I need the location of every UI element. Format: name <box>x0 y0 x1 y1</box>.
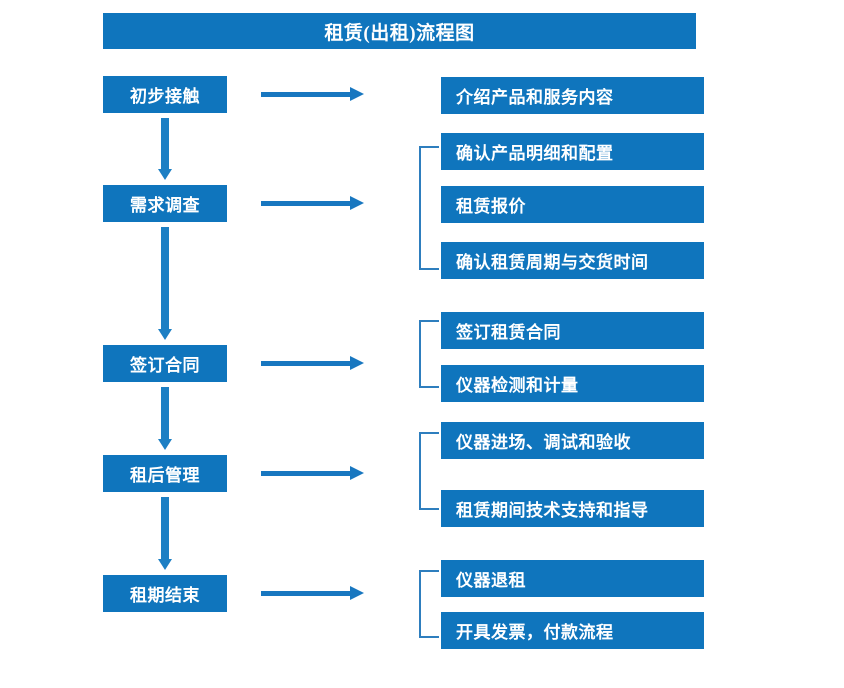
detail-box-invoice-payment[interactable]: 开具发票，付款流程 <box>441 612 704 649</box>
horizontal-arrow-icon-4 <box>261 466 366 480</box>
stage-box-lease-end[interactable]: 租期结束 <box>103 575 227 612</box>
group-bracket-needs-survey <box>419 146 439 270</box>
detail-box-rental-quotation[interactable]: 租赁报价 <box>441 186 704 223</box>
stage-box-initial-contact[interactable]: 初步接触 <box>103 76 227 113</box>
detail-box-introduce-products[interactable]: 介绍产品和服务内容 <box>441 77 704 114</box>
stage-box-needs-survey[interactable]: 需求调查 <box>103 185 227 222</box>
diagram-title: 租赁(出租)流程图 <box>103 13 696 49</box>
horizontal-arrow-icon-5 <box>261 586 366 600</box>
detail-box-instrument-testing[interactable]: 仪器检测和计量 <box>441 365 704 402</box>
vertical-arrow-icon-2 <box>158 227 172 340</box>
vertical-arrow-icon-4 <box>158 497 172 570</box>
stage-box-post-rental-management[interactable]: 租后管理 <box>103 455 227 492</box>
group-bracket-post-rental-management <box>419 432 439 510</box>
group-bracket-sign-contract <box>419 320 439 388</box>
detail-box-confirm-product-spec[interactable]: 确认产品明细和配置 <box>441 133 704 170</box>
detail-box-instrument-return[interactable]: 仪器退租 <box>441 560 704 597</box>
vertical-arrow-icon-3 <box>158 387 172 450</box>
horizontal-arrow-icon-1 <box>261 87 366 101</box>
horizontal-arrow-icon-2 <box>261 196 366 210</box>
detail-box-sign-rental-contract[interactable]: 签订租赁合同 <box>441 312 704 349</box>
vertical-arrow-icon-1 <box>158 118 172 180</box>
horizontal-arrow-icon-3 <box>261 356 366 370</box>
stage-box-sign-contract[interactable]: 签订合同 <box>103 345 227 382</box>
detail-box-instrument-entry[interactable]: 仪器进场、调试和验收 <box>441 422 704 459</box>
detail-box-confirm-period[interactable]: 确认租赁周期与交货时间 <box>441 242 704 279</box>
group-bracket-lease-end <box>419 570 439 638</box>
detail-box-technical-support[interactable]: 租赁期间技术支持和指导 <box>441 490 704 527</box>
